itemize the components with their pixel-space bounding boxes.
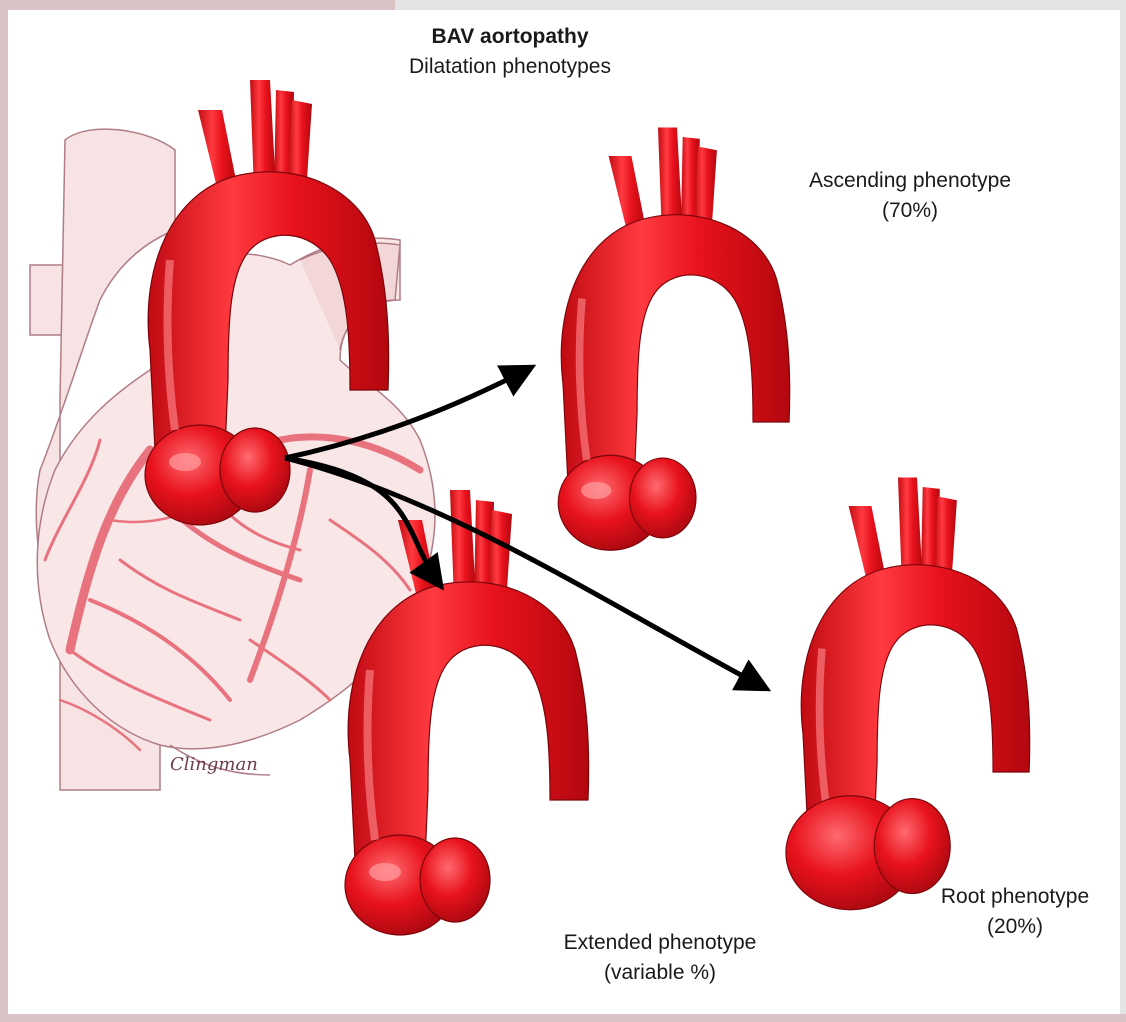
extended-phenotype-name: Extended phenotype	[500, 928, 820, 958]
root-phenotype-aorta	[786, 478, 1030, 910]
extended-phenotype-share: (variable %)	[500, 958, 820, 988]
diagram-subtitle: Dilatation phenotypes	[300, 52, 720, 82]
ascending-phenotype-aorta	[558, 127, 789, 550]
root-phenotype-label: Root phenotype (20%)	[900, 882, 1126, 942]
ascending-phenotype-name: Ascending phenotype	[760, 166, 1060, 196]
extended-phenotype-label: Extended phenotype (variable %)	[500, 928, 820, 988]
diagram-title-block: BAV aortopathy Dilatation phenotypes	[300, 22, 720, 82]
root-phenotype-name: Root phenotype	[900, 882, 1126, 912]
root-phenotype-share: (20%)	[900, 912, 1126, 942]
ascending-phenotype-share: (70%)	[760, 196, 1060, 226]
diagram-title: BAV aortopathy	[300, 22, 720, 52]
ascending-phenotype-label: Ascending phenotype (70%)	[760, 166, 1060, 226]
artist-signature: Clingman	[170, 754, 258, 775]
